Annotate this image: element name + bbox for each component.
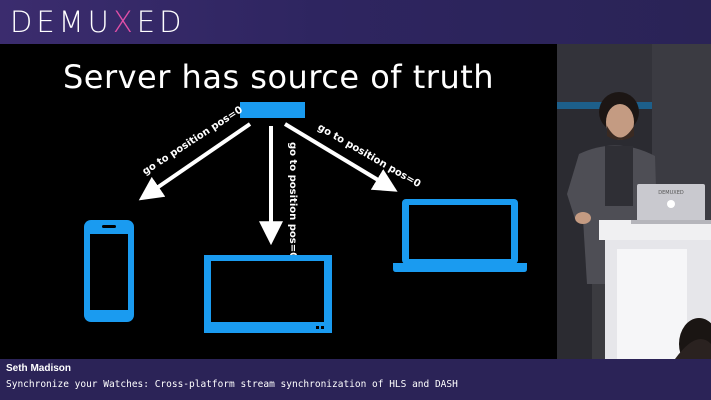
lower-third: Seth Madison Synchronize your Watches: C…	[0, 359, 711, 400]
phone-icon	[84, 220, 134, 322]
presenter-video: DEMUXED	[557, 44, 711, 359]
arrow-to-phone	[138, 122, 252, 201]
logo-text-pre: DEMU	[10, 5, 113, 39]
talk-title: Synchronize your Watches: Cross-platform…	[6, 379, 458, 390]
logo-text-post: ED	[136, 5, 186, 39]
sync-diagram: go to position pos=0 go to position pos=…	[84, 102, 527, 333]
presentation-slide: Server has source of truth go to positio…	[0, 44, 557, 359]
arrow-label-center: go to position pos=0	[287, 142, 298, 259]
server-icon	[240, 102, 305, 118]
logo-text-x: X	[112, 5, 137, 39]
arrow-label-left: go to position pos=0	[141, 105, 245, 178]
laptop-icon	[393, 199, 527, 272]
demuxed-logo: DEMUXED	[10, 5, 185, 39]
tv-icon	[204, 255, 332, 333]
presenter-scene: DEMUXED	[557, 44, 711, 359]
speaker-name: Seth Madison	[6, 363, 72, 374]
arrow-to-laptop	[283, 122, 398, 192]
laptop-sticker-text: DEMUXED	[658, 190, 684, 196]
arrow-label-right: go to position pos=0	[316, 122, 423, 190]
slide-title: Server has source of truth	[62, 58, 495, 96]
header-bar: DEMUXED	[0, 0, 711, 44]
